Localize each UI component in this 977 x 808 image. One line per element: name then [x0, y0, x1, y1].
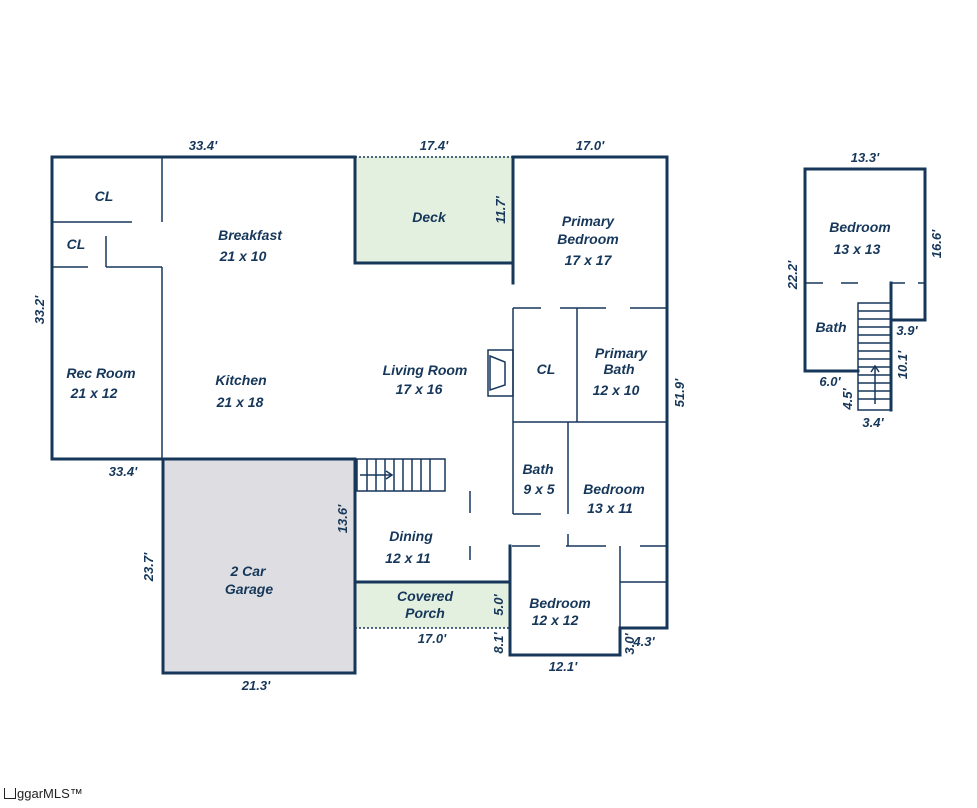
bedroom-2-size: 13 x 11 — [587, 500, 633, 516]
house-icon — [4, 788, 16, 799]
bath-label: Bath — [522, 461, 553, 477]
dim-top-right: 17.0' — [576, 138, 605, 153]
dim-corner-b: 4.3' — [632, 634, 655, 649]
dim-garage-bottom: 21.3' — [241, 678, 271, 693]
cl-label-3: CL — [537, 361, 556, 377]
garage-area — [163, 459, 355, 673]
porch-label-1: Covered — [397, 588, 453, 604]
dim-top-left: 33.4' — [189, 138, 218, 153]
bedroom-3-label: Bedroom — [529, 595, 590, 611]
primary-bedroom-size: 17 x 17 — [565, 252, 613, 268]
porch-label-2: Porch — [405, 605, 445, 621]
deck-label: Deck — [412, 209, 447, 225]
dim-bedroom-3-left: 8.1' — [491, 632, 506, 654]
dim-bedroom-3-bottom: 12.1' — [549, 659, 578, 674]
primary-bedroom-label-2: Bedroom — [557, 231, 618, 247]
upper-bedroom-label: Bedroom — [829, 219, 890, 235]
garage-label-1: 2 Car — [229, 563, 267, 579]
upper-dim-step-right: 3.9' — [896, 323, 918, 338]
dim-rec-bottom: 33.4' — [109, 464, 138, 479]
dining-size: 12 x 11 — [385, 550, 431, 566]
logo-text: ggarMLS™ — [17, 786, 83, 801]
upper-bath-label: Bath — [815, 319, 846, 335]
kitchen-label: Kitchen — [215, 372, 266, 388]
breakfast-size: 21 x 10 — [219, 248, 267, 264]
dim-right-side: 51.9' — [672, 378, 687, 407]
dim-garage-right: 13.6' — [335, 504, 350, 533]
upper-dim-bottom-left: 6.0' — [819, 374, 841, 389]
main-floor-walls — [50, 155, 669, 675]
primary-bath-size: 12 x 10 — [593, 382, 640, 398]
upper-dim-stair-left: 4.5' — [840, 388, 855, 411]
porch-area — [355, 582, 510, 628]
upper-bedroom-size: 13 x 13 — [834, 241, 881, 257]
bedroom-2-label: Bedroom — [583, 481, 644, 497]
upper-dim-stair-right: 10.1' — [895, 350, 910, 379]
deck-area — [355, 157, 513, 263]
dim-porch-bottom: 17.0' — [418, 631, 447, 646]
primary-bedroom-label-1: Primary — [562, 213, 615, 229]
kitchen-size: 21 x 18 — [216, 394, 264, 410]
primary-bath-label-2: Bath — [603, 361, 634, 377]
dim-porch-right: 5.0' — [491, 594, 506, 616]
bedroom-3-size: 12 x 12 — [532, 612, 579, 628]
mls-logo: ggarMLS™ — [4, 786, 83, 801]
upper-dim-left: 22.2' — [785, 260, 800, 290]
cl-label-1: CL — [95, 188, 114, 204]
upper-dim-right: 16.6' — [929, 229, 944, 258]
primary-bath-label-1: Primary — [595, 345, 648, 361]
dining-label: Dining — [389, 528, 433, 544]
garage-label-2: Garage — [225, 581, 273, 597]
dim-left-side: 33.2' — [32, 295, 47, 324]
living-room-size: 17 x 16 — [396, 381, 443, 397]
bath-size: 9 x 5 — [523, 481, 554, 497]
rec-room-label: Rec Room — [66, 365, 135, 381]
living-room-label: Living Room — [383, 362, 468, 378]
upper-dim-stair-bottom: 3.4' — [862, 415, 884, 430]
rec-room-size: 21 x 12 — [70, 385, 118, 401]
upper-stairs — [857, 302, 892, 411]
breakfast-label: Breakfast — [218, 227, 283, 243]
dim-top-deck: 17.4' — [420, 138, 449, 153]
main-stairs — [356, 458, 446, 492]
dim-deck-right: 11.7' — [493, 195, 508, 223]
dim-garage-left: 23.7' — [141, 552, 156, 582]
upper-dim-top: 13.3' — [851, 150, 880, 165]
cl-label-2: CL — [67, 236, 86, 252]
dim-corner-a: 3.0' — [622, 633, 637, 655]
